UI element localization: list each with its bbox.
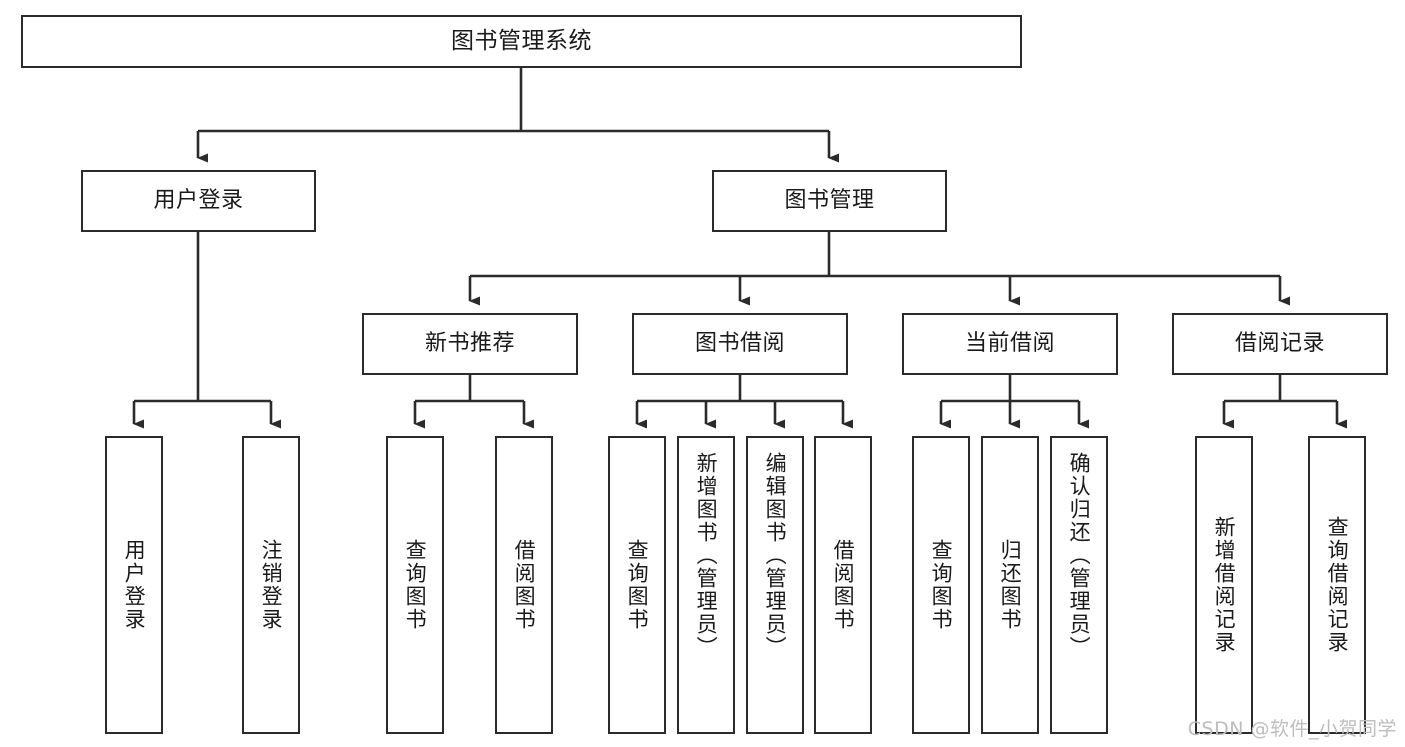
leaf-borrow-edit-book-admin[interactable]: 编辑图书（管理员） (746, 436, 804, 734)
node-root-system[interactable]: 图书管理系统 (21, 15, 1022, 68)
leaf-borrow-add-book-admin[interactable]: 新增图书（管理员） (677, 436, 735, 734)
leaf-user-login-signout[interactable]: 注销登录 (242, 436, 300, 734)
node-book-management[interactable]: 图书管理 (712, 170, 947, 232)
node-new-book-recommend[interactable]: 新书推荐 (362, 313, 578, 375)
leaf-current-confirm-return-admin[interactable]: 确认归还（管理员） (1050, 436, 1108, 734)
leaf-new-book-borrow[interactable]: 借阅图书 (495, 436, 553, 734)
leaf-user-login-signin[interactable]: 用户登录 (105, 436, 163, 734)
node-user-login[interactable]: 用户登录 (81, 170, 316, 232)
leaf-current-query-book[interactable]: 查询图书 (912, 436, 970, 734)
leaf-current-return-book[interactable]: 归还图书 (981, 436, 1039, 734)
leaf-records-add-record[interactable]: 新增借阅记录 (1195, 436, 1253, 734)
node-book-borrow[interactable]: 图书借阅 (632, 313, 848, 375)
csdn-watermark: CSDN @软件_小贺同学 (1187, 718, 1397, 740)
leaf-new-book-query[interactable]: 查询图书 (386, 436, 444, 734)
leaf-records-query-record[interactable]: 查询借阅记录 (1308, 436, 1366, 734)
node-borrow-records[interactable]: 借阅记录 (1172, 313, 1388, 375)
leaf-borrow-borrow-book[interactable]: 借阅图书 (814, 436, 872, 734)
node-current-borrow[interactable]: 当前借阅 (902, 313, 1118, 375)
leaf-borrow-query-book[interactable]: 查询图书 (608, 436, 666, 734)
